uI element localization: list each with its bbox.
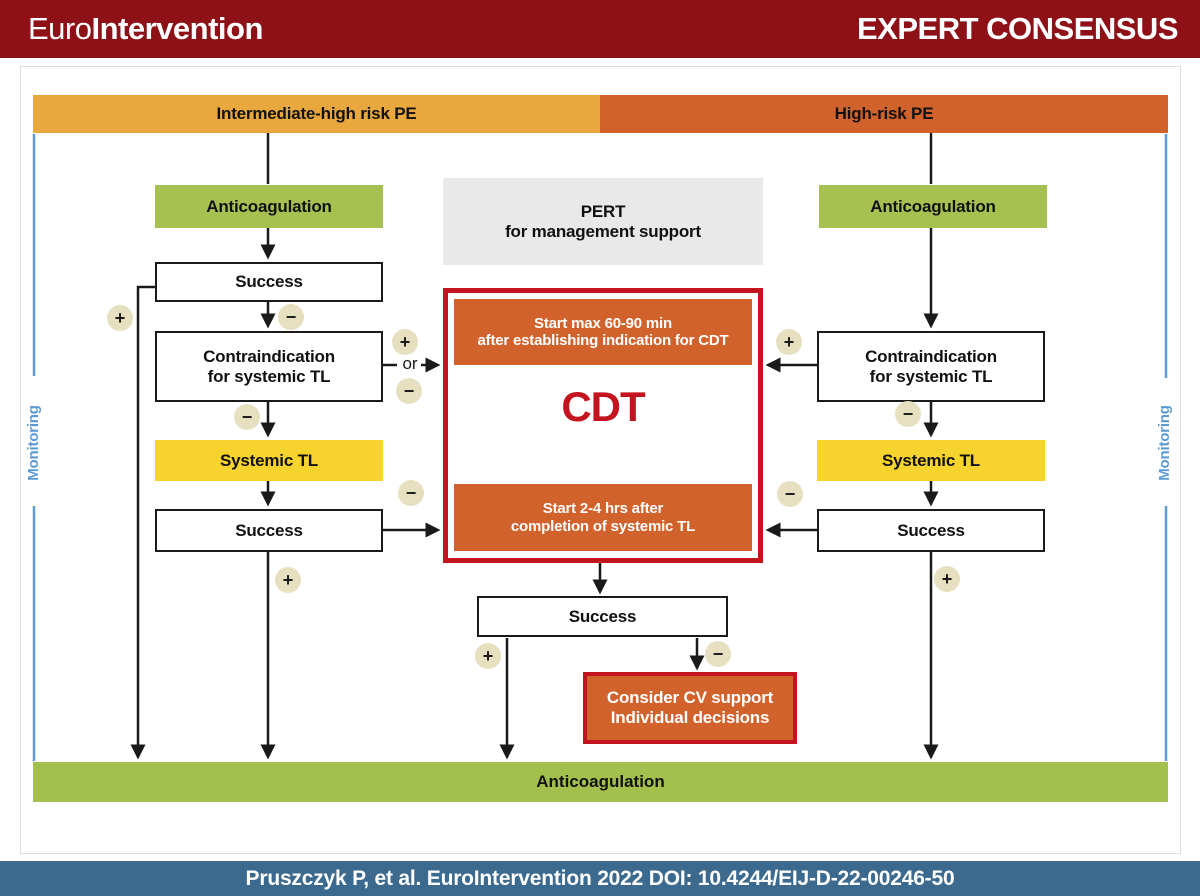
plus-marker: +	[934, 566, 960, 592]
cv-support-line1: Consider CV support	[606, 688, 774, 708]
plus-marker: +	[392, 329, 418, 355]
success-box-center: Success	[477, 596, 728, 637]
journal-logo: EuroIntervention	[28, 11, 263, 47]
plus-marker: +	[275, 567, 301, 593]
minus-marker: −	[777, 481, 803, 507]
contraindication-line1: Contraindication	[203, 346, 335, 366]
cdt-timing-top-box: Start max 60-90 min after establishing i…	[454, 299, 752, 365]
plus-marker: +	[475, 643, 501, 669]
anticoagulation-bottom-bar: Anticoagulation	[33, 762, 1168, 802]
cdt-timing-top-line1: Start max 60-90 min	[534, 314, 672, 332]
anticoagulation-box-right: Anticoagulation	[819, 185, 1047, 228]
contraindication-line2: for systemic TL	[207, 366, 331, 386]
pert-line2: for management support	[505, 221, 701, 241]
contraindication-box-right: Contraindication for systemic TL	[817, 331, 1045, 402]
contraindication-box-left: Contraindication for systemic TL	[155, 331, 383, 402]
minus-marker: −	[396, 378, 422, 404]
minus-marker: −	[234, 404, 260, 430]
monitoring-label-left: Monitoring	[25, 405, 42, 481]
cv-support-box: Consider CV support Individual decisions	[583, 672, 797, 744]
cdt-timing-bottom-line1: Start 2-4 hrs after	[542, 500, 664, 518]
pert-line1: PERT	[580, 201, 626, 221]
or-label: or	[402, 354, 418, 373]
cdt-label: CDT	[561, 383, 645, 430]
cv-support-line2: Individual decisions	[610, 708, 770, 727]
cdt-timing-top-line2: after establishing indication for CDT	[477, 332, 729, 349]
success-box-right: Success	[817, 509, 1045, 552]
success-box-left-1: Success	[155, 262, 383, 302]
systemic-tl-box-left: Systemic TL	[155, 440, 383, 481]
plus-marker: +	[776, 329, 802, 355]
logo-suffix: Intervention	[91, 11, 263, 46]
minus-marker: −	[895, 401, 921, 427]
high-risk-bar: High-risk PE	[600, 95, 1168, 133]
plus-marker: +	[107, 305, 133, 331]
monitoring-label-right: Monitoring	[1156, 405, 1173, 481]
success-box-left-2: Success	[155, 509, 383, 552]
cdt-timing-bottom-box: Start 2-4 hrs after completion of system…	[454, 484, 752, 551]
citation-footer: Pruszczyk P, et al. EuroIntervention 202…	[0, 861, 1200, 896]
minus-marker: −	[705, 641, 731, 667]
pert-box: PERT for management support	[443, 178, 763, 265]
intermediate-high-risk-bar: Intermediate-high risk PE	[33, 95, 600, 133]
anticoagulation-box-left: Anticoagulation	[155, 185, 383, 228]
cdt-timing-bottom-line2: completion of systemic TL	[510, 517, 696, 535]
article-type-label: EXPERT CONSENSUS	[856, 11, 1179, 46]
contraindication-line2: for systemic TL	[869, 366, 993, 386]
minus-marker: −	[278, 304, 304, 330]
systemic-tl-box-right: Systemic TL	[817, 440, 1045, 481]
logo-prefix: Euro	[28, 11, 92, 46]
minus-marker: −	[398, 480, 424, 506]
contraindication-line1: Contraindication	[865, 346, 997, 366]
journal-header: EuroIntervention EXPERT CONSENSUS	[0, 0, 1200, 58]
